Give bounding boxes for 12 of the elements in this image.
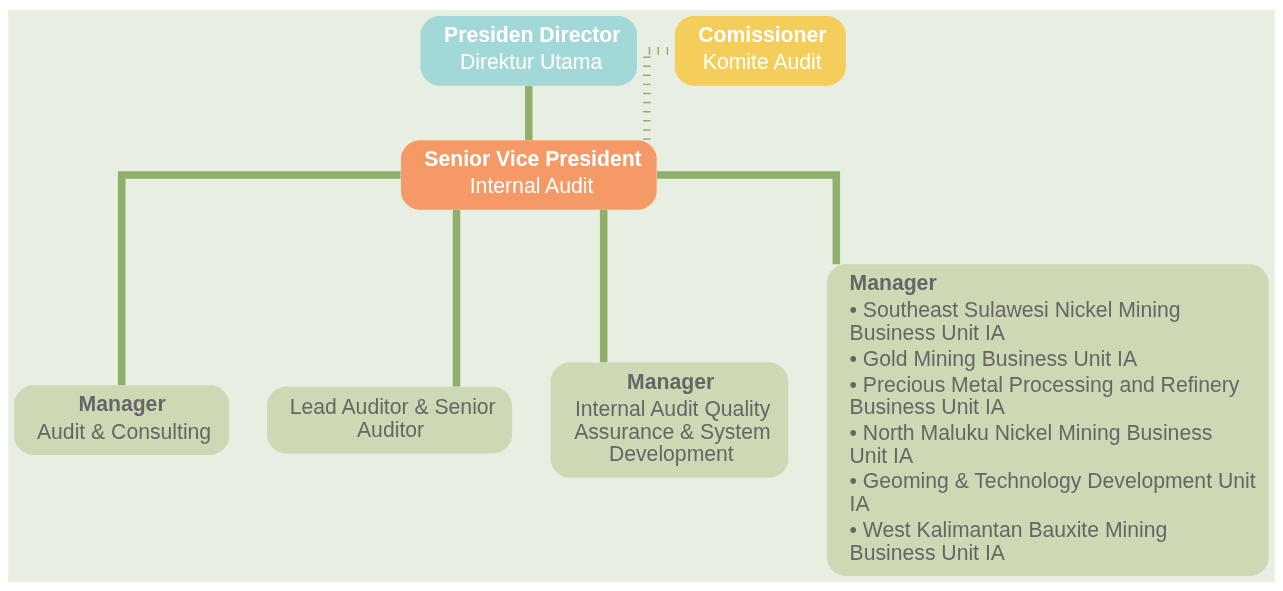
node-box: Senior Vice President Internal Audit [400,139,657,210]
node-box: Lead Auditor & Senior Auditor [267,386,513,453]
node-box: Manager Audit & Consulting [14,384,230,455]
connector [452,209,461,387]
connector [117,170,401,385]
node-box: Manager • Southeast Sulawesi Nickel Mining Business Unit IA • Gold Mining Business Unit IA • Precious Metal Processing and Refinery Business Unit IA • North Maluku Nickel Mining Business Unit IA • Geoming & Technology Development Unit IA • West Kalimantan Bauxite Mining Business Unit IA [826,263,1269,576]
connector [524,85,533,140]
node-box: Manager Internal Audit Quality Assurance & System Development [550,362,789,478]
connector [599,209,608,362]
node-box: Comissioner Komite Audit [674,15,846,86]
connector [656,170,841,264]
node-box: Presiden Director Direktur Utama [420,15,637,86]
